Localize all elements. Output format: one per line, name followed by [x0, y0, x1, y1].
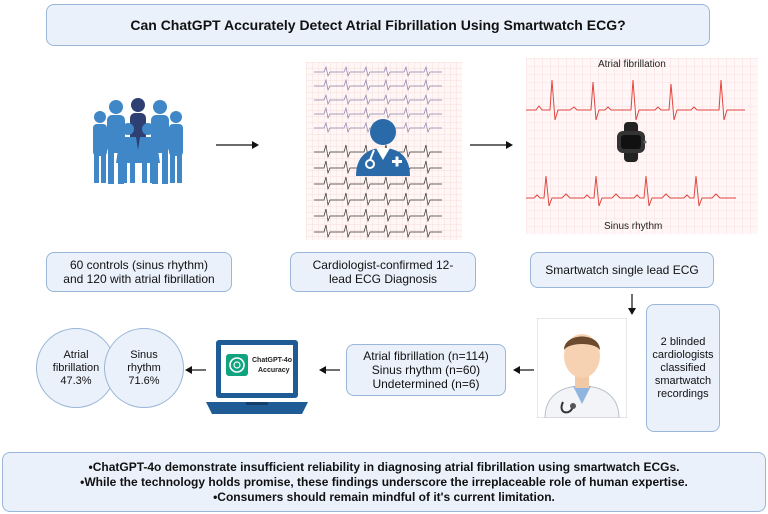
blinded-line1: 2 blinded: [660, 335, 706, 348]
af-line2: fibrillation: [52, 361, 100, 374]
blinded-cardiologists-box: 2 blinded cardiologists classified smart…: [646, 304, 720, 432]
sinus-ecg-label: Sinus rhythm: [604, 221, 663, 232]
cohort-line1: 60 controls (sinus rhythm): [69, 258, 209, 272]
arrow-icon: [513, 366, 534, 374]
sr-line1: Sinus: [130, 348, 158, 361]
title-text: Can ChatGPT Accurately Detect Atrial Fib…: [130, 17, 626, 33]
conclusion-line1: •ChatGPT-4o demonstrate insufficient rel…: [88, 459, 680, 474]
af-value: 47.3%: [60, 374, 92, 387]
diagnosis-line2: lead ECG Diagnosis: [328, 272, 438, 286]
arrow-icon: [628, 294, 636, 315]
arrow-icon: [216, 141, 259, 149]
smartwatch-ecg-panel: [526, 58, 758, 234]
class-line2: Sinus rhythm (n=60): [371, 363, 481, 377]
blinded-line2: cardiologists: [652, 348, 714, 361]
smartwatch-label: Smartwatch single lead ECG: [545, 263, 699, 277]
af-trace: [526, 79, 745, 121]
laptop-line1: ChatGPT-4o: [252, 357, 292, 364]
cardiologist-avatar-icon: [537, 318, 627, 418]
class-line1: Atrial fibrillation (n=114): [363, 349, 489, 363]
people-group-icon: [93, 98, 183, 184]
sinus-trace: [526, 175, 736, 207]
af-line1: Atrial: [63, 348, 89, 361]
cohort-line2: and 120 with atrial fibrillation: [63, 272, 215, 286]
af-accuracy-circle: Atrial fibrillation 47.3%: [36, 328, 116, 408]
arrow-icon: [185, 366, 206, 374]
laptop-icon: ChatGPT-4o Accuracy: [206, 340, 308, 414]
conclusion-line3: •Consumers should remain mindful of it's…: [213, 489, 555, 504]
chatgpt-logo-icon: [226, 354, 248, 376]
diagnosis-box: Cardiologist-confirmed 12- lead ECG Diag…: [290, 252, 476, 292]
diagnosis-line1: Cardiologist-confirmed 12-: [312, 258, 454, 272]
smartwatch-box: Smartwatch single lead ECG: [530, 252, 714, 288]
conclusion-box: •ChatGPT-4o demonstrate insufficient rel…: [2, 452, 766, 512]
sr-value: 71.6%: [128, 374, 160, 387]
classification-box: Atrial fibrillation (n=114) Sinus rhythm…: [346, 344, 506, 396]
blinded-line5: recordings: [657, 387, 709, 400]
arrow-icon: [470, 141, 513, 149]
page-title: Can ChatGPT Accurately Detect Atrial Fib…: [46, 4, 710, 46]
cohort-box: 60 controls (sinus rhythm) and 120 with …: [46, 252, 232, 292]
blinded-line3: classified: [660, 361, 706, 374]
sr-line2: rhythm: [127, 361, 161, 374]
blinded-line4: smartwatch: [654, 374, 712, 387]
laptop-line2: Accuracy: [258, 367, 290, 374]
af-ecg-label: Atrial fibrillation: [598, 59, 666, 70]
smartwatch-icon: [617, 122, 647, 162]
arrow-icon: [319, 366, 340, 374]
class-line3: Undetermined (n=6): [372, 377, 480, 391]
conclusion-line2: •While the technology holds promise, the…: [80, 474, 688, 489]
doctor-icon: [356, 119, 410, 176]
sr-accuracy-circle: Sinus rhythm 71.6%: [104, 328, 184, 408]
